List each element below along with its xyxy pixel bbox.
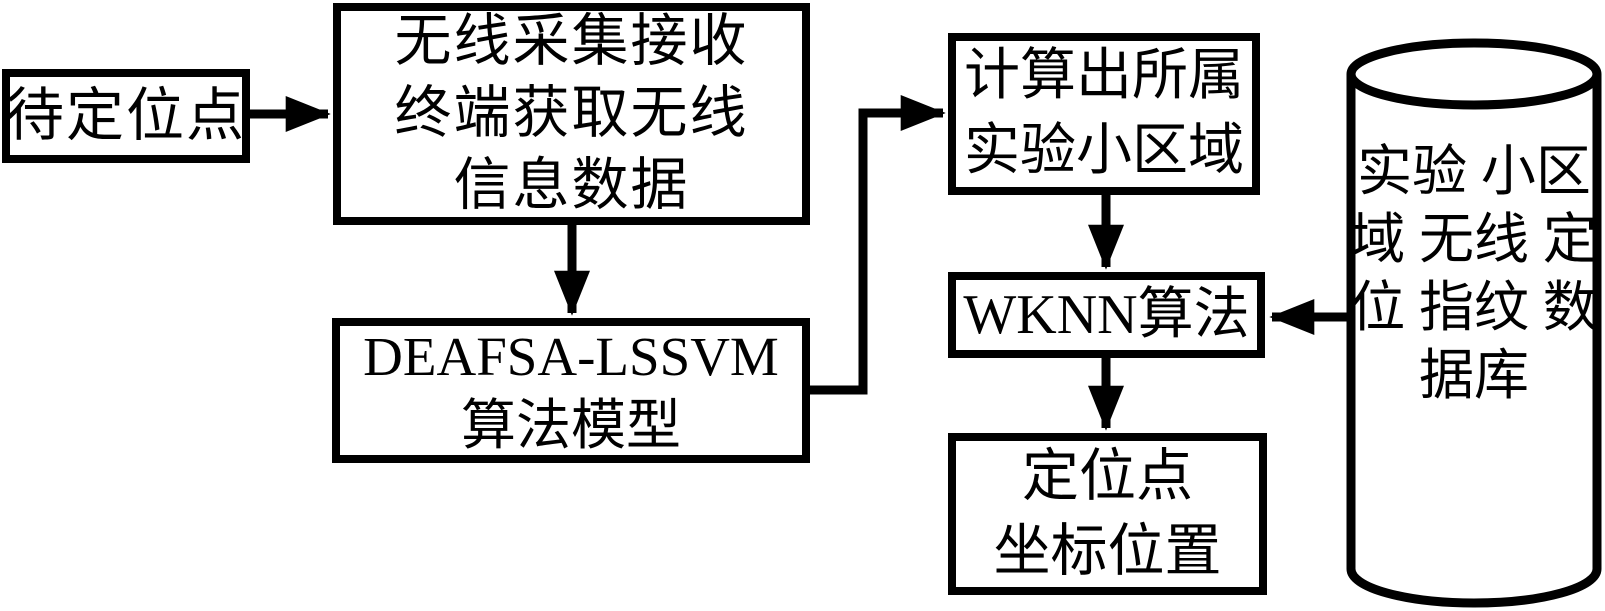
database-label-line2: 小区域 — [1350, 141, 1591, 270]
node-point-to-locate-label: 待定位点 — [6, 83, 247, 148]
node-wireless-collection-line3: 信息数据 — [453, 154, 690, 217]
database-label-line3: 无线 — [1418, 209, 1529, 270]
database-label-line6: 数据库 — [1418, 277, 1598, 406]
node-result-coordinates-line2: 坐标位置 — [993, 520, 1222, 583]
node-deafsa-lssvm-model-line1: DEAFSA-LSSVM — [363, 325, 779, 387]
node-wknn-algorithm: WKNN算法 — [948, 272, 1265, 358]
node-fingerprint-database-label: 实验 小区域 无线 定位 指纹 数据库 — [1346, 138, 1602, 410]
database-label-line4: 定位 — [1350, 209, 1598, 338]
node-compute-subregion-line2: 实验小区域 — [964, 120, 1244, 182]
node-deafsa-lssvm-model-line2: 算法模型 — [460, 394, 681, 456]
node-wknn-algorithm-label: WKNN算法 — [963, 284, 1250, 346]
node-compute-subregion: 计算出所属 实验小区域 — [948, 33, 1260, 195]
node-fingerprint-database: 实验 小区域 无线 定位 指纹 数据库 — [1346, 38, 1602, 610]
node-result-coordinates: 定位点 坐标位置 — [948, 433, 1267, 595]
node-result-coordinates-line1: 定位点 — [1022, 445, 1193, 508]
database-label-line5: 指纹 — [1418, 277, 1529, 338]
node-wireless-collection: 无线采集接收 终端获取无线 信息数据 — [333, 3, 810, 225]
node-deafsa-lssvm-model: DEAFSA-LSSVM 算法模型 — [332, 318, 810, 463]
database-label-line1: 实验 — [1357, 141, 1468, 202]
node-compute-subregion-line1: 计算出所属 — [964, 45, 1244, 107]
database-cylinder-icon — [1346, 38, 1602, 608]
node-wireless-collection-line2: 终端获取无线 — [394, 82, 749, 145]
arrow-model-to-region — [806, 95, 946, 395]
node-point-to-locate: 待定位点 — [2, 69, 250, 163]
node-wireless-collection-line1: 无线采集接收 — [394, 10, 749, 73]
